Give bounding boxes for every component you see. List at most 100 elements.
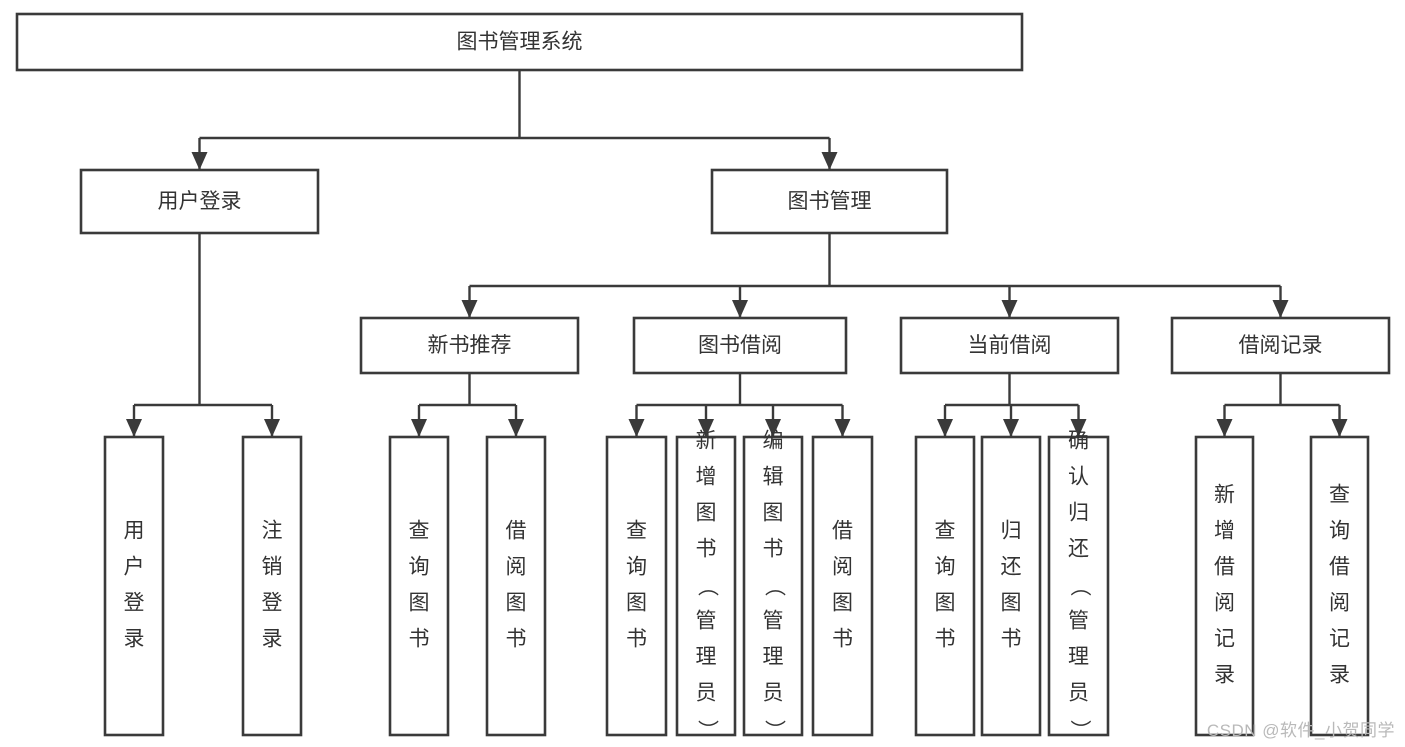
- node-label-char: 图: [506, 592, 527, 615]
- node-label-char: 查: [935, 520, 956, 543]
- node-label-char: 销: [262, 556, 283, 579]
- node-label-char: 还: [1001, 556, 1022, 579]
- node-label-char: 图: [696, 502, 717, 525]
- edge-group-current-borrow: [937, 373, 1087, 437]
- node-label-char: 书: [935, 628, 956, 651]
- node-label-char: 查: [626, 520, 647, 543]
- node-label-char: 书: [832, 628, 853, 651]
- node-label-char: 阅: [832, 556, 853, 579]
- node-label-char: 辑: [763, 466, 784, 489]
- node-label: 图书管理系统: [457, 31, 583, 54]
- arrow-head-icon: [765, 419, 781, 437]
- node-label-char: 询: [935, 556, 956, 579]
- node-box: [899, 316, 1120, 375]
- node-label-char: 阅: [1329, 592, 1350, 615]
- node-box: [15, 12, 1024, 72]
- node-label-char: （: [1068, 576, 1091, 597]
- node-label-char: 管: [763, 610, 784, 633]
- node-label-char: 询: [409, 556, 430, 579]
- node-box: [742, 435, 804, 737]
- node-label-char: （: [762, 576, 785, 597]
- edge-group-borrow-record: [1216, 373, 1348, 437]
- node-leaf-user-login[interactable]: 用户登录: [103, 435, 165, 737]
- arrow-head-icon: [732, 300, 748, 318]
- node-box: [1309, 435, 1370, 737]
- node-label-char: 图: [763, 502, 784, 525]
- node-label-char: 阅: [506, 556, 527, 579]
- node-label-char: 书: [763, 538, 784, 561]
- node-root[interactable]: 图书管理系统: [15, 12, 1024, 72]
- node-box: [605, 435, 668, 737]
- node-borrow-record[interactable]: 借阅记录: [1170, 316, 1391, 375]
- node-box: [79, 168, 320, 235]
- node-label-char: 还: [1068, 538, 1089, 561]
- arrow-head-icon: [461, 300, 478, 318]
- arrow-head-icon: [628, 419, 645, 437]
- node-label-char: 借: [1214, 556, 1235, 579]
- arrow-head-icon: [411, 419, 427, 437]
- node-label-char: 录: [1329, 664, 1350, 687]
- node-label-char: 注: [262, 520, 283, 543]
- node-box: [1194, 435, 1255, 737]
- node-label: 图书管理: [788, 190, 872, 213]
- node-label-char: 查: [1329, 484, 1350, 507]
- arrow-head-icon: [1272, 300, 1289, 318]
- arrow-head-icon: [126, 419, 142, 437]
- node-label-char: 登: [262, 592, 283, 615]
- arrow-head-icon: [1001, 300, 1018, 318]
- node-label-char: 书: [696, 538, 717, 561]
- node-label: 新书推荐: [428, 334, 512, 357]
- edge-group-new-book-recommend: [411, 373, 524, 437]
- node-label-char: 借: [506, 520, 527, 543]
- node-label-char: 借: [832, 520, 853, 543]
- node-label: 用户登录: [158, 190, 242, 213]
- node-box: [980, 435, 1042, 737]
- node-label-char: 图: [935, 592, 956, 615]
- node-new-book-recommend[interactable]: 新书推荐: [359, 316, 580, 375]
- node-box: [241, 435, 303, 737]
- node-label-char: 员: [763, 682, 784, 705]
- node-user-login[interactable]: 用户登录: [79, 168, 320, 235]
- node-label-char: 户: [124, 556, 145, 579]
- arrow-head-icon: [937, 419, 953, 437]
- arrow-head-icon: [1070, 419, 1087, 437]
- node-book-borrow[interactable]: 图书借阅: [632, 316, 848, 375]
- node-label-char: 录: [1214, 664, 1235, 687]
- arrow-head-icon: [1003, 419, 1019, 437]
- edge-group-user-login: [126, 233, 280, 437]
- node-label-char: ）: [1068, 720, 1091, 741]
- node-box: [811, 435, 874, 737]
- node-label-char: 增: [1214, 520, 1235, 543]
- node-label-char: ）: [762, 720, 785, 741]
- node-label-char: 书: [1001, 628, 1022, 651]
- node-current-borrow[interactable]: 当前借阅: [899, 316, 1120, 375]
- node-box: [485, 435, 547, 737]
- arrow-head-icon: [508, 419, 524, 437]
- edge-group-root: [191, 70, 838, 170]
- node-book-manage[interactable]: 图书管理: [710, 168, 949, 235]
- node-label-char: 归: [1068, 502, 1089, 525]
- node-label-char: 阅: [1214, 592, 1235, 615]
- node-label-char: 归: [1001, 520, 1022, 543]
- node-label-char: 确: [1068, 430, 1089, 453]
- node-label-char: 书: [626, 628, 647, 651]
- edge-group-book-manage: [461, 233, 1289, 318]
- node-label-char: 询: [1329, 520, 1350, 543]
- node-box: [1047, 435, 1110, 737]
- node-box: [1170, 316, 1391, 375]
- node-label-char: ）: [695, 720, 718, 741]
